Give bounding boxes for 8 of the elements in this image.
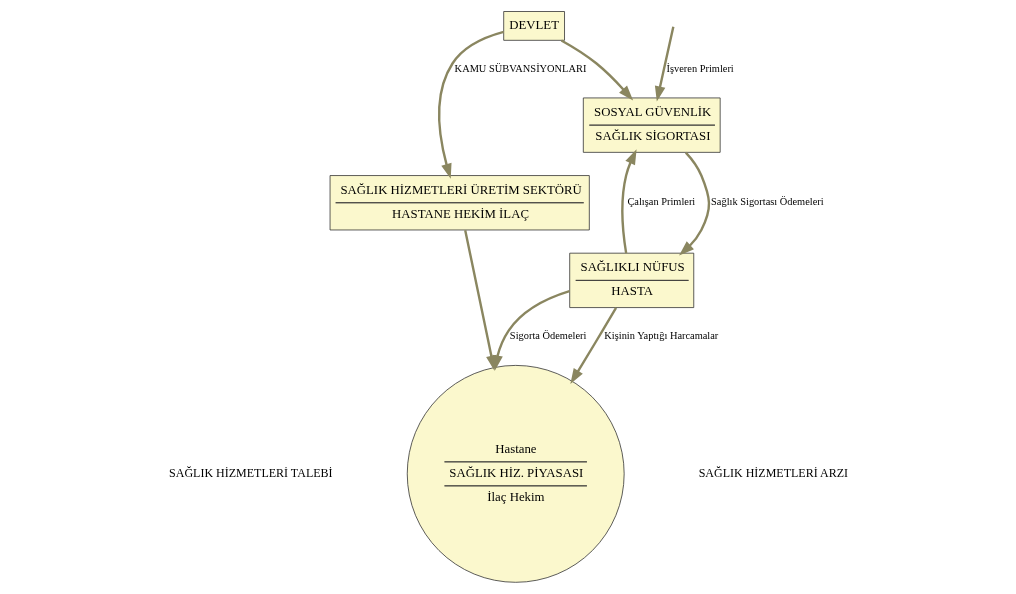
edge-label: KAMU SÜBVANSİYONLARI: [454, 62, 586, 74]
label: SAĞLIK HİZMETLERİ TALEBİ: [168, 465, 333, 480]
label: SAĞLIK HİZMETLERİ ARZI: [698, 465, 848, 480]
edge-label: Çalışan Primleri: [626, 196, 695, 208]
edge-label: Kişinin Yaptığı Harcamalar: [603, 330, 718, 342]
edge-label: İşveren Primleri: [666, 62, 734, 74]
edge-label: Sağlık Sigortası Ödemeleri: [710, 196, 824, 208]
edge-label: Sigorta Ödemeleri: [509, 330, 586, 342]
